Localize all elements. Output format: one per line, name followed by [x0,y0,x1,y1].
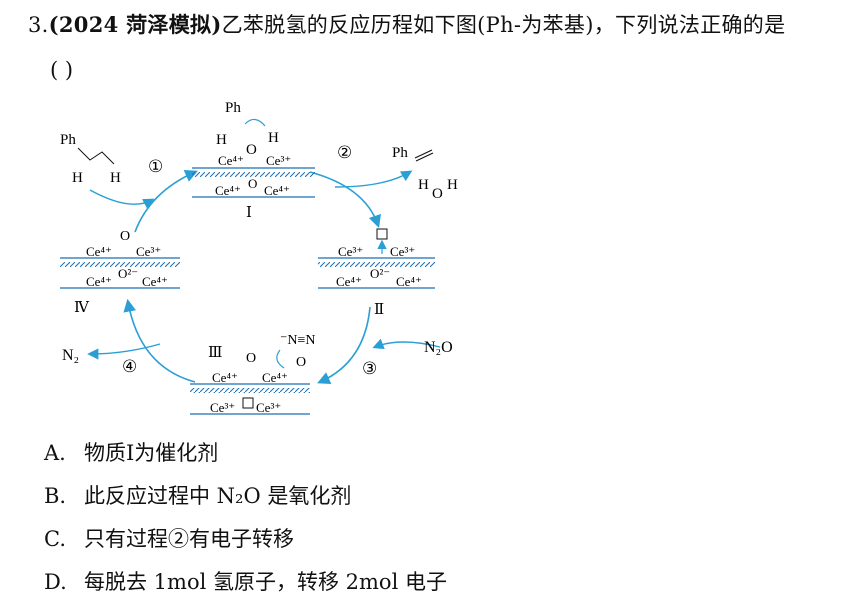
step-label-1: ① [148,157,163,176]
reactant-h-right: H [110,170,121,186]
arrow-step2 [309,171,381,229]
vacancy-box-II [376,228,388,240]
intermediate-I-ce4-lower-left: Ce⁴⁺ [215,183,241,198]
arrow-n2-out [87,343,161,360]
intermediate-III-label: Ⅲ [208,345,222,361]
option-d-key: D. [44,570,67,594]
intermediate-III-o-bound: O [296,355,306,370]
arrow-step1 [134,170,198,233]
intermediate-III-ce4-right: Ce⁴⁺ [262,370,288,385]
intermediate-I-o: O [246,142,257,158]
products-styrene-water: Ph H O H [392,145,458,202]
intermediate-II-ce4-left: Ce⁴⁺ [336,274,362,289]
intermediate-I-h-right: H [268,130,279,146]
intermediate-III-ce4-left: Ce⁴⁺ [212,370,238,385]
arrow-step4 [123,298,196,383]
intermediate-I-ce4: Ce⁴⁺ [218,153,244,168]
option-a-text: 物质Ⅰ为催化剂 [84,441,219,465]
arrow-n2o-in [372,338,441,350]
step-label-3: ③ [362,359,377,378]
arrow-product-out [334,170,413,188]
intermediate-IV-ce3: Ce³⁺ [136,244,161,259]
answer-blank: ( ) [50,58,74,82]
arrow-reactant-in [89,189,155,209]
intermediate-IV-o2: O²⁻ [118,266,138,281]
reactant-h-left: H [72,170,83,186]
vacancy-box-III [242,397,254,409]
intermediate-I: Ph H H O Ce⁴⁺ Ce³⁺ Ce⁴⁺ O Ce⁴⁺ Ⅰ [192,100,315,221]
option-b-key: B. [44,484,67,508]
question-text: 乙苯脱氢的反应历程如下图(Ph-为苯基)，下列说法正确的是 [221,13,786,37]
water-h-left: H [418,177,429,193]
option-d[interactable]: D. 每脱去 1mol 氢原子，转移 2mol 电子 [44,567,447,597]
intermediate-IV-ce4: Ce⁴⁺ [86,244,112,259]
n2o-reagent: N₂O [424,339,453,356]
option-b[interactable]: B. 此反应过程中 N₂O 是氧化剂 [44,481,351,511]
question-source: (2024 菏泽模拟) [48,12,222,37]
intermediate-I-o-lower: O [248,176,257,191]
intermediate-III-nn: ⁻N≡N [280,333,316,348]
intermediate-IV-ce4-lower-left: Ce⁴⁺ [86,274,112,289]
intermediate-I-ce4-lower-right: Ce⁴⁺ [264,183,290,198]
intermediate-II-ce4-right: Ce⁴⁺ [396,274,422,289]
intermediate-III: Ⅲ O ⁻N≡N O Ce⁴⁺ Ce⁴⁺ Ce³⁺ Ce³⁺ [190,333,316,415]
option-a-key: A. [44,441,66,465]
n2-product: N₂ [62,347,79,364]
reaction-cycle-diagram: ① ② ③ ④ Ph H H Ph H H O Ce⁴⁺ Ce³⁺ Ce⁴⁺ O… [60,100,458,415]
intermediate-III-ce3-left: Ce³⁺ [210,400,235,415]
option-c-text: 只有过程②有电子转移 [84,527,294,551]
product-ph-label: Ph [392,145,408,161]
step-label-2: ② [337,143,352,162]
intermediate-I-ce3: Ce³⁺ [266,153,291,168]
option-a[interactable]: A. 物质Ⅰ为催化剂 [44,438,218,468]
question-stem: 3.(2024 菏泽模拟)乙苯脱氢的反应历程如下图(Ph-为苯基)，下列说法正确… [28,10,828,40]
intermediate-II-ce3-left: Ce³⁺ [338,244,363,259]
option-b-text: 此反应过程中 N₂O 是氧化剂 [84,484,352,508]
intermediate-IV-ce4-lower-right: Ce⁴⁺ [142,274,168,289]
intermediate-IV: O Ce⁴⁺ Ce³⁺ Ce⁴⁺ O²⁻ Ce⁴⁺ Ⅳ [60,229,180,316]
arrow-step3 [317,306,371,384]
intermediate-II-ce3-right: Ce³⁺ [390,244,415,259]
water-h-right: H [447,177,458,193]
step-label-4: ④ [122,357,137,376]
intermediate-II-o2: O²⁻ [370,266,390,281]
intermediate-I-h-left: H [216,132,227,148]
intermediate-IV-label: Ⅳ [74,300,90,316]
option-d-text: 每脱去 1mol 氢原子，转移 2mol 电子 [84,570,447,594]
water-o: O [432,186,443,202]
intermediate-II: Ce³⁺ Ce³⁺ Ce⁴⁺ O²⁻ Ce⁴⁺ Ⅱ [318,228,435,318]
reactant-ethylbenzene: Ph H H [60,132,121,186]
intermediate-III-o: O [246,351,256,366]
intermediate-II-label: Ⅱ [374,302,384,318]
intermediate-III-ce3-right: Ce³⁺ [256,400,281,415]
option-c-key: C. [44,527,66,551]
intermediate-I-ph: Ph [225,100,241,116]
intermediate-IV-o-top: O [120,229,130,244]
option-c[interactable]: C. 只有过程②有电子转移 [44,524,294,554]
question-number: 3. [28,13,49,37]
intermediate-I-label: Ⅰ [246,205,252,221]
reactant-ph-label: Ph [60,132,76,148]
